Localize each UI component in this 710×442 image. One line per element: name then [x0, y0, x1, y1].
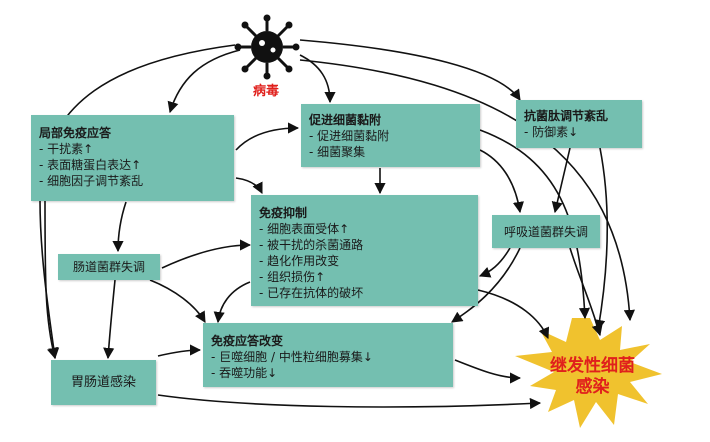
arrow-immunosuppression-burst — [477, 289, 550, 340]
arrow-local-gut — [112, 201, 127, 253]
box-item: - 细菌聚集 — [309, 145, 366, 159]
box-label: 胃肠道感染 — [70, 374, 136, 390]
outcome-line-1: 继发性细菌 — [550, 356, 635, 376]
gi-infection-box: 胃肠道感染 — [51, 360, 156, 405]
arrow-gut-immunosuppression — [161, 239, 252, 269]
virus-label: 病毒 — [253, 84, 280, 99]
box-item: - 干扰素↑ — [39, 142, 94, 156]
box-title: 免疫抑制 — [259, 206, 308, 220]
box-item: - 组织损伤↑ — [259, 270, 326, 284]
box-item: - 防御素↓ — [524, 125, 579, 139]
arrow-adhesion-resp — [479, 149, 524, 214]
arrow-amp-resp — [551, 147, 571, 214]
gut-dysbiosis-box: 肠道菌群失调 — [58, 254, 160, 280]
arrow-left-gi — [44, 199, 58, 360]
immunosuppression-box: 免疫抑制 - 细胞表面受体↑ - 被干扰的杀菌通路 - 趋化作用改变 - 组织损… — [251, 195, 478, 306]
arrow-virus-left — [39, 44, 236, 360]
bacterial-adhesion-box: 促进细菌黏附 - 促进细菌黏附 - 细菌聚集 — [301, 104, 480, 167]
arrow-virus-adhesion — [299, 54, 336, 104]
box-item: - 细胞表面受体↑ — [259, 222, 350, 236]
respiratory-dysbiosis-box: 呼吸道菌群失调 — [492, 215, 600, 248]
box-item: - 细胞因子调节紊乱 — [39, 174, 144, 188]
starburst-shape — [515, 318, 662, 428]
box-label: 肠道菌群失调 — [72, 260, 145, 274]
arrow-gi-immunechange — [157, 344, 202, 357]
outcome-line-2: 感染 — [575, 377, 610, 397]
antimicrobial-peptide-box: 抗菌肽调节紊乱 - 防御素↓ — [516, 100, 642, 148]
arrow-local-immunosuppression — [235, 177, 263, 195]
box-item: - 吞噬功能↓ — [211, 366, 278, 380]
box-label: 呼吸道菌群失调 — [503, 224, 588, 239]
box-item: - 促进细菌黏附 — [309, 129, 390, 143]
box-title: 促进细菌黏附 — [309, 113, 382, 127]
arrow-virus-amp — [299, 39, 521, 101]
box-title: 免疫应答改变 — [211, 334, 284, 348]
virus-icon — [234, 14, 300, 80]
arrow-resp-burst — [569, 247, 603, 337]
box-item: - 趋化作用改变 — [259, 254, 340, 268]
arrow-gi-burst — [157, 394, 542, 410]
secondary-bacterial-infection-label: 继发性细菌 感染 — [535, 356, 650, 398]
arrow-immunechange-burst — [454, 359, 522, 384]
arrow-immunosuppression-immunechange — [213, 281, 251, 324]
box-item: - 被干扰的杀菌通路 — [259, 238, 364, 252]
arrow-virus-local — [167, 49, 241, 114]
arrow-gut-gi — [103, 279, 116, 360]
arrow-resp-immunosuppression — [478, 247, 511, 278]
box-item: - 已存在抗体的破坏 — [259, 286, 364, 300]
box-title: 抗菌肽调节紊乱 — [524, 109, 609, 123]
local-immune-response-box: 局部免疫应答 - 干扰素↑ - 表面糖蛋白表达↑ - 细胞因子调节紊乱 — [31, 115, 234, 201]
immune-response-change-box: 免疫应答改变 - 巨噬细胞 / 中性粒细胞募集↓ - 吞噬功能↓ — [203, 323, 453, 387]
arrow-gut-immunechange — [149, 279, 206, 323]
box-item: - 巨噬细胞 / 中性粒细胞募集↓ — [211, 350, 373, 364]
arrow-amp-burst — [594, 147, 609, 332]
box-item: - 表面糖蛋白表达↑ — [39, 158, 142, 172]
arrow-local-adhesion — [235, 122, 300, 151]
arrow-resp-immunechange — [451, 247, 521, 323]
box-title: 局部免疫应答 — [39, 126, 112, 140]
